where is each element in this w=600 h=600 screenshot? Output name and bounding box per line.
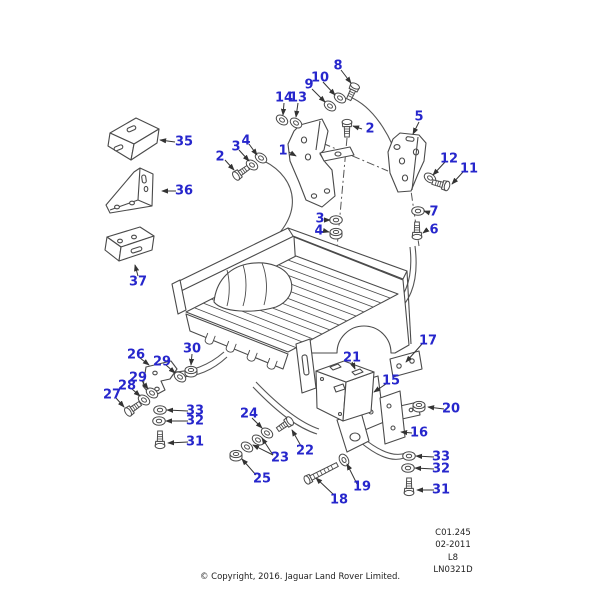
bolt-22-icon: [274, 415, 296, 435]
callout-7[interactable]: 7: [429, 204, 439, 220]
callout-25[interactable]: 25: [252, 471, 272, 487]
bracket-5: [387, 132, 427, 193]
drawing-date: 02-2011: [435, 540, 471, 551]
washer-7-icon: [411, 206, 425, 216]
callout-33a[interactable]: 33: [185, 403, 205, 419]
washer-32-left-icon: [152, 416, 166, 426]
bolt-31-right-icon: [403, 477, 415, 497]
bracket-37: [104, 226, 155, 262]
bolt-2-top-icon: [341, 118, 353, 138]
truck-bed: [171, 227, 412, 394]
callout-14[interactable]: 14: [274, 90, 294, 106]
nut-30-icon: [184, 365, 198, 378]
callout-5[interactable]: 5: [414, 109, 424, 125]
bolt-18-icon: [302, 460, 340, 486]
washer-33-right-icon: [402, 451, 416, 461]
callout-2[interactable]: 2: [215, 149, 225, 165]
bracket-35: [107, 117, 160, 161]
callout-12[interactable]: 12: [439, 151, 459, 167]
callout-3[interactable]: 3: [231, 139, 241, 155]
drawing-info-box: C01.245 02-2011 L8 LN0321D: [409, 527, 497, 577]
bracket-36: [105, 167, 154, 214]
washer-3-icon: [329, 215, 343, 225]
callout-32b[interactable]: 32: [431, 461, 451, 477]
callout-17[interactable]: 17: [418, 333, 438, 349]
washer-14-icon: [273, 112, 291, 128]
callout-11[interactable]: 11: [459, 161, 479, 177]
callout-23[interactable]: 23: [270, 450, 290, 466]
callout-35[interactable]: 35: [174, 134, 194, 150]
callout-3b[interactable]: 3: [315, 211, 325, 227]
bracket-16: [379, 390, 421, 445]
callout-20[interactable]: 20: [441, 401, 461, 417]
washer-19-icon: [336, 451, 352, 469]
bed-right-rail: [287, 227, 408, 280]
callout-10[interactable]: 10: [310, 70, 330, 86]
bed-front-sill: [185, 313, 289, 370]
nut-20-icon: [412, 400, 426, 413]
callout-16[interactable]: 16: [409, 425, 429, 441]
leader-lines: [115, 69, 464, 496]
callout-32a[interactable]: 32: [185, 413, 205, 429]
callout-2b[interactable]: 2: [365, 121, 375, 137]
callout-30[interactable]: 30: [182, 341, 202, 357]
callout-31b[interactable]: 31: [431, 482, 451, 498]
callout-29a[interactable]: 29: [152, 354, 172, 370]
callout-37[interactable]: 37: [128, 274, 148, 290]
routing-curves: [171, 96, 417, 460]
callout-29b[interactable]: 29: [128, 370, 148, 386]
callout-8[interactable]: 8: [333, 58, 343, 74]
callout-18[interactable]: 18: [329, 492, 349, 508]
callout-24[interactable]: 24: [239, 406, 259, 422]
callout-27[interactable]: 27: [102, 387, 122, 403]
bed-floor-slats: [194, 259, 391, 349]
copyright-notice: © Copyright, 2016. Jaguar Land Rover Lim…: [199, 572, 401, 582]
washer-10-icon: [331, 90, 349, 106]
callout-4b[interactable]: 4: [314, 223, 324, 239]
callout-6[interactable]: 6: [429, 222, 439, 238]
callout-36[interactable]: 36: [174, 183, 194, 199]
callout-1[interactable]: 1: [278, 143, 288, 159]
callout-15[interactable]: 15: [381, 373, 401, 389]
callout-28[interactable]: 28: [117, 378, 137, 394]
bracket-1: [287, 118, 355, 208]
bolt-31-left-icon: [154, 430, 166, 450]
nut-4-icon: [329, 227, 343, 240]
wheel-arch-hump: [213, 262, 293, 312]
callout-26[interactable]: 26: [126, 347, 146, 363]
washer-33-left-icon: [153, 405, 167, 415]
callout-13[interactable]: 13: [288, 90, 308, 106]
callout-31a[interactable]: 31: [185, 434, 205, 450]
drawing-code: C01.245: [435, 528, 471, 538]
callout-4[interactable]: 4: [241, 133, 251, 149]
drawing-page: L8: [447, 552, 459, 563]
bracket-21: [315, 360, 375, 453]
drawing-number: LN0321D: [433, 565, 473, 576]
washer-32-right-icon: [401, 463, 415, 473]
callout-9[interactable]: 9: [304, 77, 314, 93]
callout-19[interactable]: 19: [352, 479, 372, 495]
callout-22[interactable]: 22: [295, 443, 315, 459]
bolt-6-icon: [411, 221, 423, 241]
callout-33b[interactable]: 33: [431, 449, 451, 465]
callout-21[interactable]: 21: [342, 350, 362, 366]
nut-25-icon: [229, 449, 243, 462]
